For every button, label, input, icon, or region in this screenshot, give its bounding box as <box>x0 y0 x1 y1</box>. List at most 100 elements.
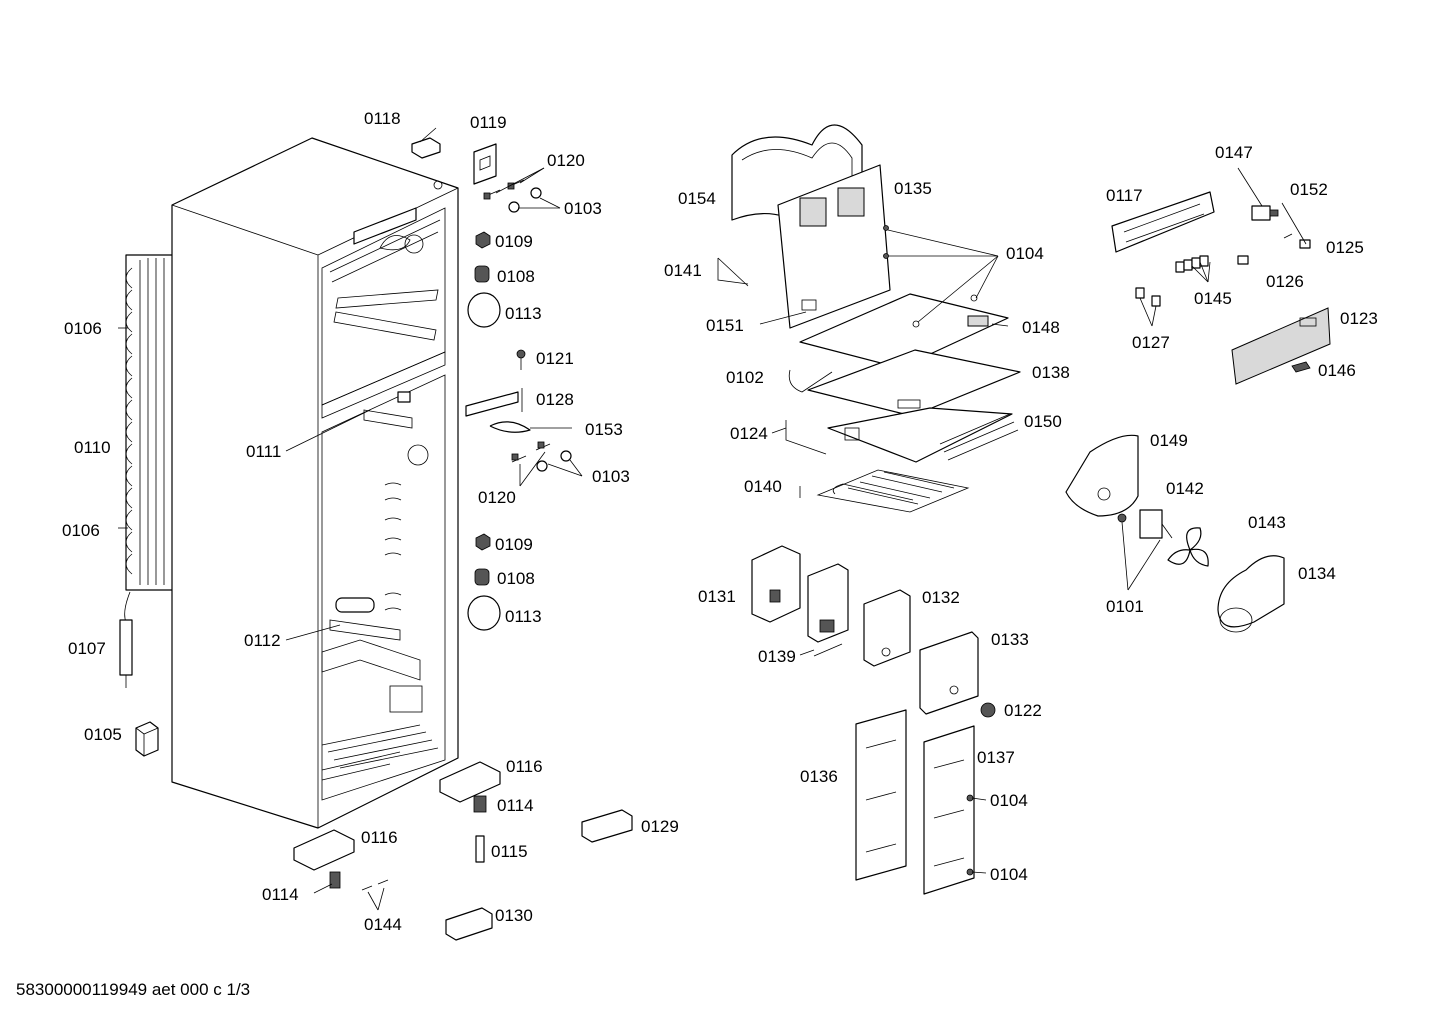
label-0106-bottom: 0106 <box>62 521 100 540</box>
label-0102: 0102 <box>726 368 764 387</box>
condenser-part <box>119 254 175 688</box>
bracket-0119-part <box>473 143 497 185</box>
knob-0122-part <box>980 702 996 718</box>
label-0101: 0101 <box>1106 597 1144 616</box>
label-0130: 0130 <box>495 906 533 925</box>
back-panel-0135-part <box>777 164 891 329</box>
label-0144: 0144 <box>364 915 402 934</box>
shelf-0148-part <box>799 293 1009 369</box>
label-0131: 0131 <box>698 587 736 606</box>
hinge-0128-part <box>465 388 523 417</box>
label-0118: 0118 <box>364 109 401 128</box>
screws-0120-bottom <box>511 441 572 472</box>
parts-0109-0108-0113-top <box>467 231 501 328</box>
label-0105: 0105 <box>84 725 122 744</box>
label-0147: 0147 <box>1215 143 1253 162</box>
cabinet-body <box>171 137 459 829</box>
label-0103-top: 0103 <box>564 199 602 218</box>
label-0138: 0138 <box>1032 363 1070 382</box>
label-0128: 0128 <box>536 390 574 409</box>
label-0108-top: 0108 <box>497 267 535 286</box>
label-0114-left: 0114 <box>262 885 299 904</box>
leader-lines <box>118 127 1307 911</box>
label-0113-top: 0113 <box>505 304 542 323</box>
label-0115: 0115 <box>491 842 528 861</box>
label-0154: 0154 <box>678 189 716 208</box>
label-0124: 0124 <box>730 424 768 443</box>
rail-0137-part <box>923 725 975 895</box>
label-0103-bottom: 0103 <box>592 467 630 486</box>
label-0133: 0133 <box>991 630 1029 649</box>
label-0137: 0137 <box>977 748 1015 767</box>
label-0136: 0136 <box>800 767 838 786</box>
label-0153: 0153 <box>585 420 623 439</box>
label-0129: 0129 <box>641 817 679 836</box>
fan-cover-0149-part <box>1065 434 1139 517</box>
label-0141: 0141 <box>664 261 702 280</box>
label-0104-bottom: 0104 <box>990 865 1028 884</box>
defrost-heater-0140-part <box>799 469 970 513</box>
bulbs-0127-part <box>1135 287 1161 307</box>
evaporator-cover-0138-part <box>807 349 1021 417</box>
label-0109-top: 0109 <box>495 232 533 251</box>
label-0112: 0112 <box>244 631 281 650</box>
screw-0121-part <box>516 349 526 370</box>
label-0142: 0142 <box>1166 479 1204 498</box>
label-0134: 0134 <box>1298 564 1336 583</box>
sensor-0124-part <box>785 420 827 455</box>
label-0121: 0121 <box>536 349 574 368</box>
housing-0132-part <box>863 589 911 667</box>
parts-0109-0108-0113-bottom <box>467 533 501 631</box>
label-0109-bottom: 0109 <box>495 535 533 554</box>
label-0120-top: 0120 <box>547 151 585 170</box>
label-0127: 0127 <box>1132 333 1170 352</box>
sensor-0141-part <box>717 257 749 287</box>
label-0122: 0122 <box>1004 701 1042 720</box>
label-0146: 0146 <box>1318 361 1356 380</box>
label-0148: 0148 <box>1022 318 1060 337</box>
label-0150: 0150 <box>1024 412 1062 431</box>
label-0104-top: 0104 <box>1006 244 1044 263</box>
feet-0114-0115-part <box>329 795 487 891</box>
clip-0105-part <box>135 721 159 757</box>
thermostat-0139-part <box>807 563 849 657</box>
bracket-0153-part <box>489 421 531 433</box>
label-0108-bottom: 0108 <box>497 569 535 588</box>
label-0114-right: 0114 <box>497 796 534 815</box>
label-0139: 0139 <box>758 647 796 666</box>
label-0151: 0151 <box>706 316 744 335</box>
label-0106-top: 0106 <box>64 319 102 338</box>
covers-0129-0130-part <box>445 809 633 941</box>
label-0104-mid: 0104 <box>990 791 1028 810</box>
heater-cable-0102-part <box>788 369 833 393</box>
fan-housing-0134-part <box>1217 555 1285 633</box>
rail-0136-part <box>855 709 907 881</box>
label-0135: 0135 <box>894 179 932 198</box>
control-panel-0117-part <box>1111 191 1215 253</box>
fan-motor-0142-part <box>1117 509 1173 539</box>
document-footer: 58300000119949 aet 000 c 1/3 <box>16 980 251 999</box>
cover-0118-part <box>411 137 441 159</box>
label-0116-left: 0116 <box>361 828 398 847</box>
screws-0120-top <box>483 179 542 213</box>
label-0107: 0107 <box>68 639 106 658</box>
label-0152: 0152 <box>1290 180 1328 199</box>
label-0120-bottom: 0120 <box>478 488 516 507</box>
part-labels: 0118 0119 0120 0103 0109 0108 0113 0121 … <box>62 109 1378 934</box>
label-0119: 0119 <box>470 113 507 132</box>
cover-0133-part <box>919 631 979 715</box>
label-0117: 0117 <box>1106 186 1143 205</box>
label-0149: 0149 <box>1150 431 1188 450</box>
fan-blade-0143-part <box>1167 527 1209 567</box>
evaporator-0150-part <box>827 407 1019 463</box>
label-0111: 0111 <box>246 442 281 461</box>
hinges-0116-part <box>293 761 501 871</box>
label-0132: 0132 <box>922 588 960 607</box>
display-0123-part <box>1231 307 1331 385</box>
small-parts-0152-0125-0126 <box>1237 233 1311 265</box>
label-0143: 0143 <box>1248 513 1286 532</box>
label-0113-bottom: 0113 <box>505 607 542 626</box>
label-0116-right: 0116 <box>506 757 543 776</box>
label-0123: 0123 <box>1340 309 1378 328</box>
